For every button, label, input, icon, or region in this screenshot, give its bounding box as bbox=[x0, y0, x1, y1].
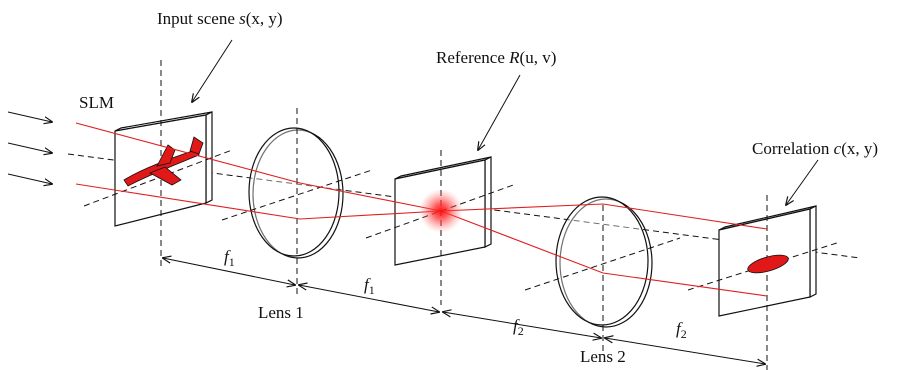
correlation-plane-cross-axis bbox=[687, 241, 841, 291]
reference-plate-side bbox=[484, 156, 492, 248]
lens-1-label: Lens 1 bbox=[258, 303, 304, 322]
incoming-arrow-1 bbox=[7, 111, 52, 122]
f1-label-a: f1 bbox=[224, 247, 235, 269]
airplane-tail bbox=[189, 136, 204, 155]
f2-label-a: f2 bbox=[513, 316, 524, 338]
f1-dimension-line-a bbox=[163, 258, 295, 285]
f1-label-b: f1 bbox=[364, 275, 375, 297]
callout-arrows bbox=[192, 39, 819, 205]
reference-plane bbox=[365, 150, 517, 305]
input-scene-label: Input scene s(x, y) bbox=[157, 9, 283, 28]
incoming-arrow-3 bbox=[7, 173, 52, 184]
correlation-callout-arrow bbox=[786, 159, 819, 205]
f2-dimension-line-b bbox=[605, 338, 765, 364]
lens-1 bbox=[221, 108, 373, 295]
input-plane bbox=[83, 60, 233, 270]
lens-2-label: Lens 2 bbox=[580, 347, 626, 366]
correlation-plane bbox=[687, 195, 841, 370]
reference-label: Reference R(u, v) bbox=[436, 48, 556, 67]
lens-2-cross-axis bbox=[524, 237, 681, 291]
correlation-peak bbox=[747, 254, 789, 274]
f2-dimension-line-a bbox=[443, 312, 601, 338]
lens-1-cross-axis bbox=[221, 169, 373, 221]
correlation-label: Correlation c(x, y) bbox=[752, 139, 878, 158]
incoming-light-arrows bbox=[7, 111, 52, 184]
lens-1-back-rim bbox=[252, 129, 344, 259]
reference-plane-cross-axis bbox=[365, 183, 517, 239]
lens-2-back-rim bbox=[559, 198, 653, 328]
reference-callout-arrow bbox=[478, 74, 521, 150]
correlation-plate-side bbox=[809, 205, 817, 298]
airplane-lower-wing bbox=[149, 166, 182, 186]
incoming-arrow-2 bbox=[7, 142, 52, 153]
f1-dimension-line-b bbox=[299, 285, 439, 312]
f2-label-b: f2 bbox=[676, 319, 687, 341]
focal-spot-glow bbox=[419, 189, 463, 233]
input-scene-callout-arrow bbox=[192, 39, 233, 102]
lens-2 bbox=[524, 196, 681, 352]
airplane-input-object bbox=[123, 136, 204, 187]
lens-1-front-rim bbox=[248, 127, 340, 257]
input-plane-cross-axis bbox=[83, 149, 233, 207]
lens-2-front-rim bbox=[555, 196, 649, 326]
slm-label: SLM bbox=[79, 93, 114, 112]
focal-distance-markers bbox=[163, 258, 765, 364]
